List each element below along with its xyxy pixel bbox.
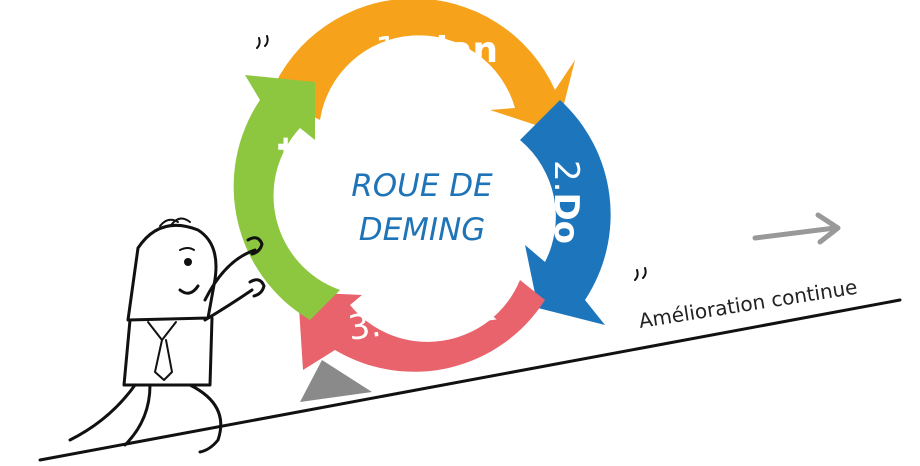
progress-arrow-icon	[752, 212, 841, 245]
wheel-wedge	[300, 360, 372, 402]
segment-check	[298, 280, 545, 372]
cartoon-man	[68, 217, 266, 454]
label-do: 2.Do	[546, 160, 586, 244]
slope-caption: Amélioration continue	[637, 275, 859, 333]
motion-marks-wheel	[256, 35, 269, 49]
segment-plan	[270, 0, 575, 132]
wheel-center-line2: DEMING	[359, 212, 486, 248]
segment-act	[233, 75, 340, 320]
label-plan: 1.Plan	[375, 30, 498, 71]
wheel-center-line1: ROUE DE	[351, 168, 493, 204]
segment-do	[520, 100, 611, 325]
label-act: 4.Act	[271, 137, 311, 232]
motion-marks-slope	[634, 267, 647, 281]
deming-wheel	[233, 0, 611, 372]
slope-line	[38, 298, 902, 462]
